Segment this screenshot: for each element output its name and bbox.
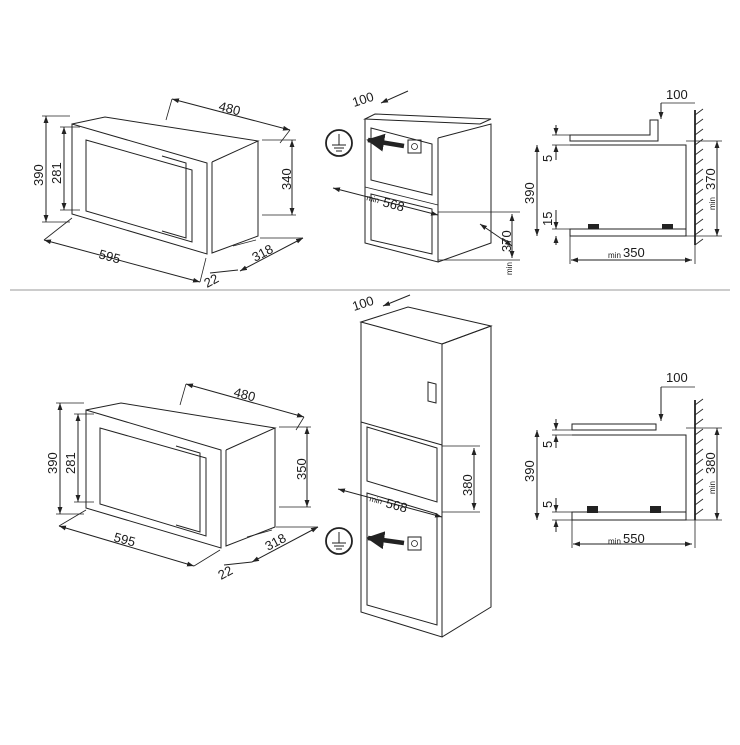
dim-side-depth: 318: [262, 530, 288, 553]
dim-window-height: 281: [63, 452, 78, 474]
oven-bottom: 281 390 350 480 595 318 22: [45, 383, 319, 583]
niche-width-prefix: min: [368, 494, 383, 506]
niche-height-prefix: min: [505, 262, 514, 275]
side-right-prefix: min: [708, 481, 717, 494]
oven-top-face: [85, 402, 277, 451]
oven-window: [99, 427, 207, 537]
side-height: 390: [522, 460, 537, 482]
niche-bottom: 100 min 568 380: [325, 293, 493, 638]
dim-side-height: 340: [279, 168, 294, 190]
side-right-prefix: min: [708, 197, 717, 210]
side-section-bottom: 100 5 390 5 min 380 min 550: [522, 370, 722, 548]
side-bottom: 350: [623, 245, 645, 260]
niche-upper-opening: [370, 127, 433, 196]
ground-arrow: [366, 133, 405, 152]
dim-width: 595: [97, 246, 122, 266]
side-gap: 100: [666, 370, 688, 385]
dim-outer-height: 390: [45, 452, 60, 474]
oven-front-frame: [85, 409, 222, 549]
dim-frame: 22: [215, 563, 235, 583]
dim-side-depth: 318: [249, 241, 275, 264]
side-right: 380: [703, 452, 718, 474]
dim-outer-height: 390: [31, 164, 46, 186]
niche-gap: 100: [350, 89, 375, 110]
dim-depth: 480: [232, 384, 257, 404]
oven-top-face: [71, 116, 260, 163]
niche-width: 568: [384, 495, 409, 515]
side-top-gap: 5: [540, 441, 555, 448]
oven-side-face: [225, 428, 276, 547]
dim-window-height: 281: [49, 162, 64, 184]
side-bottom-gap: 5: [540, 501, 555, 508]
oven-front-frame: [71, 123, 208, 255]
niche-opening: [366, 426, 438, 503]
oven-top: 281 390 340 480 595 318 22: [31, 98, 304, 291]
side-bottom-prefix: min: [608, 251, 621, 260]
socket-box: [407, 536, 422, 551]
dim-side-height: 350: [294, 458, 309, 480]
side-top-gap: 5: [540, 155, 555, 162]
side-right: 370: [703, 168, 718, 190]
side-bottom-gap: 15: [540, 212, 555, 226]
niche-gap: 100: [350, 293, 375, 314]
side-gap: 100: [666, 87, 688, 102]
niche-width-prefix: min: [365, 193, 380, 205]
oven-window: [85, 139, 193, 243]
side-height: 390: [522, 182, 537, 204]
niche-height: 380: [460, 474, 475, 496]
dim-frame: 22: [201, 271, 221, 291]
door-handle: [427, 381, 437, 404]
niche-height: 370: [499, 230, 514, 252]
oven-side-face: [211, 141, 259, 254]
dim-width: 595: [112, 529, 137, 549]
niche-top: 100 min 568 min 370: [325, 89, 520, 275]
ground-arrow: [366, 531, 405, 550]
niche-width: 568: [381, 194, 406, 214]
dim-depth: 480: [217, 98, 242, 118]
socket-box: [407, 139, 422, 154]
side-bottom-prefix: min: [608, 537, 621, 546]
side-bottom: 550: [623, 531, 645, 546]
side-section-top: 100 5 390 15 min 370 min 350: [522, 87, 722, 264]
